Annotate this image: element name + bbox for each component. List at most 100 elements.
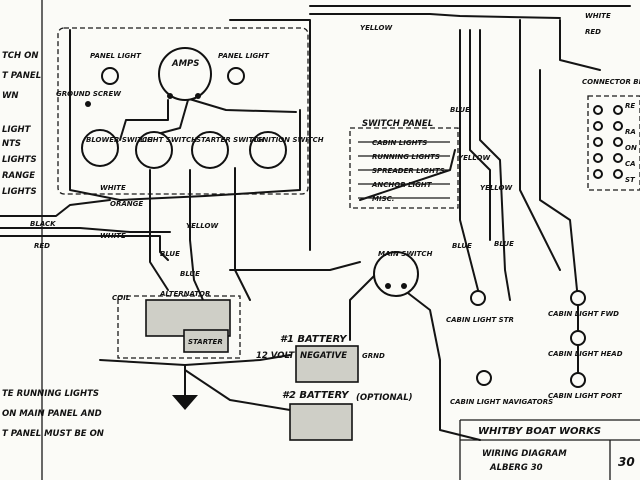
label-white-left: WHITE [100, 232, 126, 240]
label-battery-2: #2 BATTERY [282, 390, 350, 401]
battery-1 [295, 345, 359, 383]
label-cabin-light-navigators: CABIN LIGHT NAVIGATORS [450, 398, 553, 406]
sp-running-lights: RUNNING LIGHTS [372, 153, 440, 161]
label-yellow-v: YELLOW [186, 222, 218, 230]
wire-ground-battery2 [184, 369, 291, 411]
note-line-3: T PANEL MUST BE ON [2, 429, 104, 439]
label-starter: STARTER [188, 338, 223, 346]
left-label-4: LIGHT [2, 125, 32, 135]
left-label-2: T PANEL [2, 71, 41, 81]
label-main-switch: MAIN SWITCH [378, 250, 433, 258]
label-blue-v: BLUE [160, 250, 180, 258]
cabin-light-fwd-lamp [570, 290, 586, 306]
wire-blue-3 [539, 69, 579, 301]
label-coil: COIL [112, 294, 130, 302]
title-number: 30 [618, 455, 635, 469]
amps-terminal-left [167, 93, 173, 99]
sp-spreader-lights: SPREADER LIGHTS [372, 167, 445, 175]
label-red-left: RED [34, 242, 50, 250]
wire-yellow-vertical [229, 19, 311, 251]
starter-switch [191, 131, 229, 169]
light-switch [135, 131, 173, 169]
wire-blue-down [149, 169, 169, 291]
label-ignition-switch: IGNITION SWITCH [254, 136, 324, 144]
label-yellow-top: YELLOW [360, 24, 392, 32]
label-panel-light-left: PANEL LIGHT [90, 52, 142, 60]
note-line-1: TE RUNNING LIGHTS [2, 389, 99, 399]
right-label-4: CA [625, 160, 636, 168]
label-cabin-light-fwd: CABIN LIGHT FWD [548, 310, 619, 318]
cabin-light-navigators-lamp [476, 370, 492, 386]
label-amps: AMPS [171, 59, 199, 69]
label-battery-1: #1 BATTERY [280, 334, 348, 345]
label-switch-panel: SWITCH PANEL [362, 119, 433, 129]
wire-main-switch-battery [349, 269, 381, 341]
right-label-2: RA [625, 128, 636, 136]
wire-amps-ignition [185, 97, 297, 113]
wire-harness-loop [69, 29, 301, 201]
label-ground-screw: GROUND SCREW [56, 90, 121, 98]
connector-terminals [593, 105, 623, 179]
label-blue-2: BLUE [452, 242, 472, 250]
label-black: BLACK [30, 220, 56, 228]
sp-misc: MISC. [372, 195, 394, 203]
ground-symbol-icon [172, 395, 198, 410]
wire-top-yellow [309, 13, 561, 19]
wire-ground-battery1 [184, 354, 291, 366]
connector-block-outline [587, 95, 640, 191]
wire-black-left [0, 199, 111, 217]
label-white-mid: WHITE [100, 184, 126, 192]
label-blue-v2: BLUE [180, 270, 200, 278]
label-red-top: RED [585, 28, 601, 36]
label-blue-1: BLUE [450, 106, 470, 114]
starter-block [183, 329, 229, 353]
label-white-top: WHITE [585, 12, 611, 20]
battery-2 [289, 403, 353, 441]
label-panel-light-right: PANEL LIGHT [218, 52, 270, 60]
wire-starter-down [234, 167, 251, 301]
left-label-7: RANGE [2, 171, 35, 181]
sp-cabin-lights: CABIN LIGHTS [372, 139, 427, 147]
label-cabin-light-str: CABIN LIGHT STR [446, 316, 514, 324]
label-yellow-3: YELLOW [480, 184, 512, 192]
wire-ground-left [99, 359, 186, 366]
panel-light-right-lamp [227, 67, 245, 85]
instrument-panel-outline [57, 27, 309, 195]
label-light-switch: LIGHT SWITCH [140, 136, 197, 144]
note-line-2: ON MAIN PANEL AND [2, 409, 102, 419]
cabin-light-head-lamp [570, 330, 586, 346]
label-blower-switch: BLOWER SWITCH [86, 136, 153, 144]
wire-alternator-main [229, 261, 361, 271]
ignition-switch [249, 131, 287, 169]
label-connector-block: CONNECTOR BLOCK [582, 78, 640, 86]
panel-light-left-lamp [101, 67, 119, 85]
label-blue-3: BLUE [494, 240, 514, 248]
amps-terminal-right [195, 93, 201, 99]
cabin-light-port-lamp [570, 372, 586, 388]
main-switch-terminal-1 [385, 283, 391, 289]
wire-yellow-3 [479, 29, 511, 301]
wire-blue-2 [519, 19, 561, 271]
wire-main-switch-right [403, 289, 481, 441]
label-cabin-light-port: CABIN LIGHT PORT [548, 392, 623, 400]
title-model: ALBERG 30 [489, 463, 543, 473]
switch-panel-leads [358, 141, 450, 199]
label-12-volt: 12 VOLT [256, 351, 295, 361]
label-starter-switch: STARTER SWITCH [196, 136, 264, 144]
label-negative: NEGATIVE [300, 351, 347, 361]
right-label-3: ON [625, 144, 637, 152]
wire-blue-1 [459, 29, 479, 291]
wire-yellow-2 [469, 29, 491, 241]
switch-panel-outline [349, 127, 459, 209]
label-grnd: GRND [362, 352, 385, 360]
wire-amps-blower [119, 99, 169, 141]
label-optional: (OPTIONAL) [356, 393, 413, 403]
engine-outline [117, 295, 241, 359]
amps-gauge [158, 47, 212, 101]
left-label-5: NTS [2, 139, 21, 149]
cabin-light-str-lamp [470, 290, 486, 306]
title-company: WHITBY BOAT WORKS [478, 426, 601, 437]
main-switch [373, 251, 419, 297]
wire-connector-feed [559, 19, 601, 71]
